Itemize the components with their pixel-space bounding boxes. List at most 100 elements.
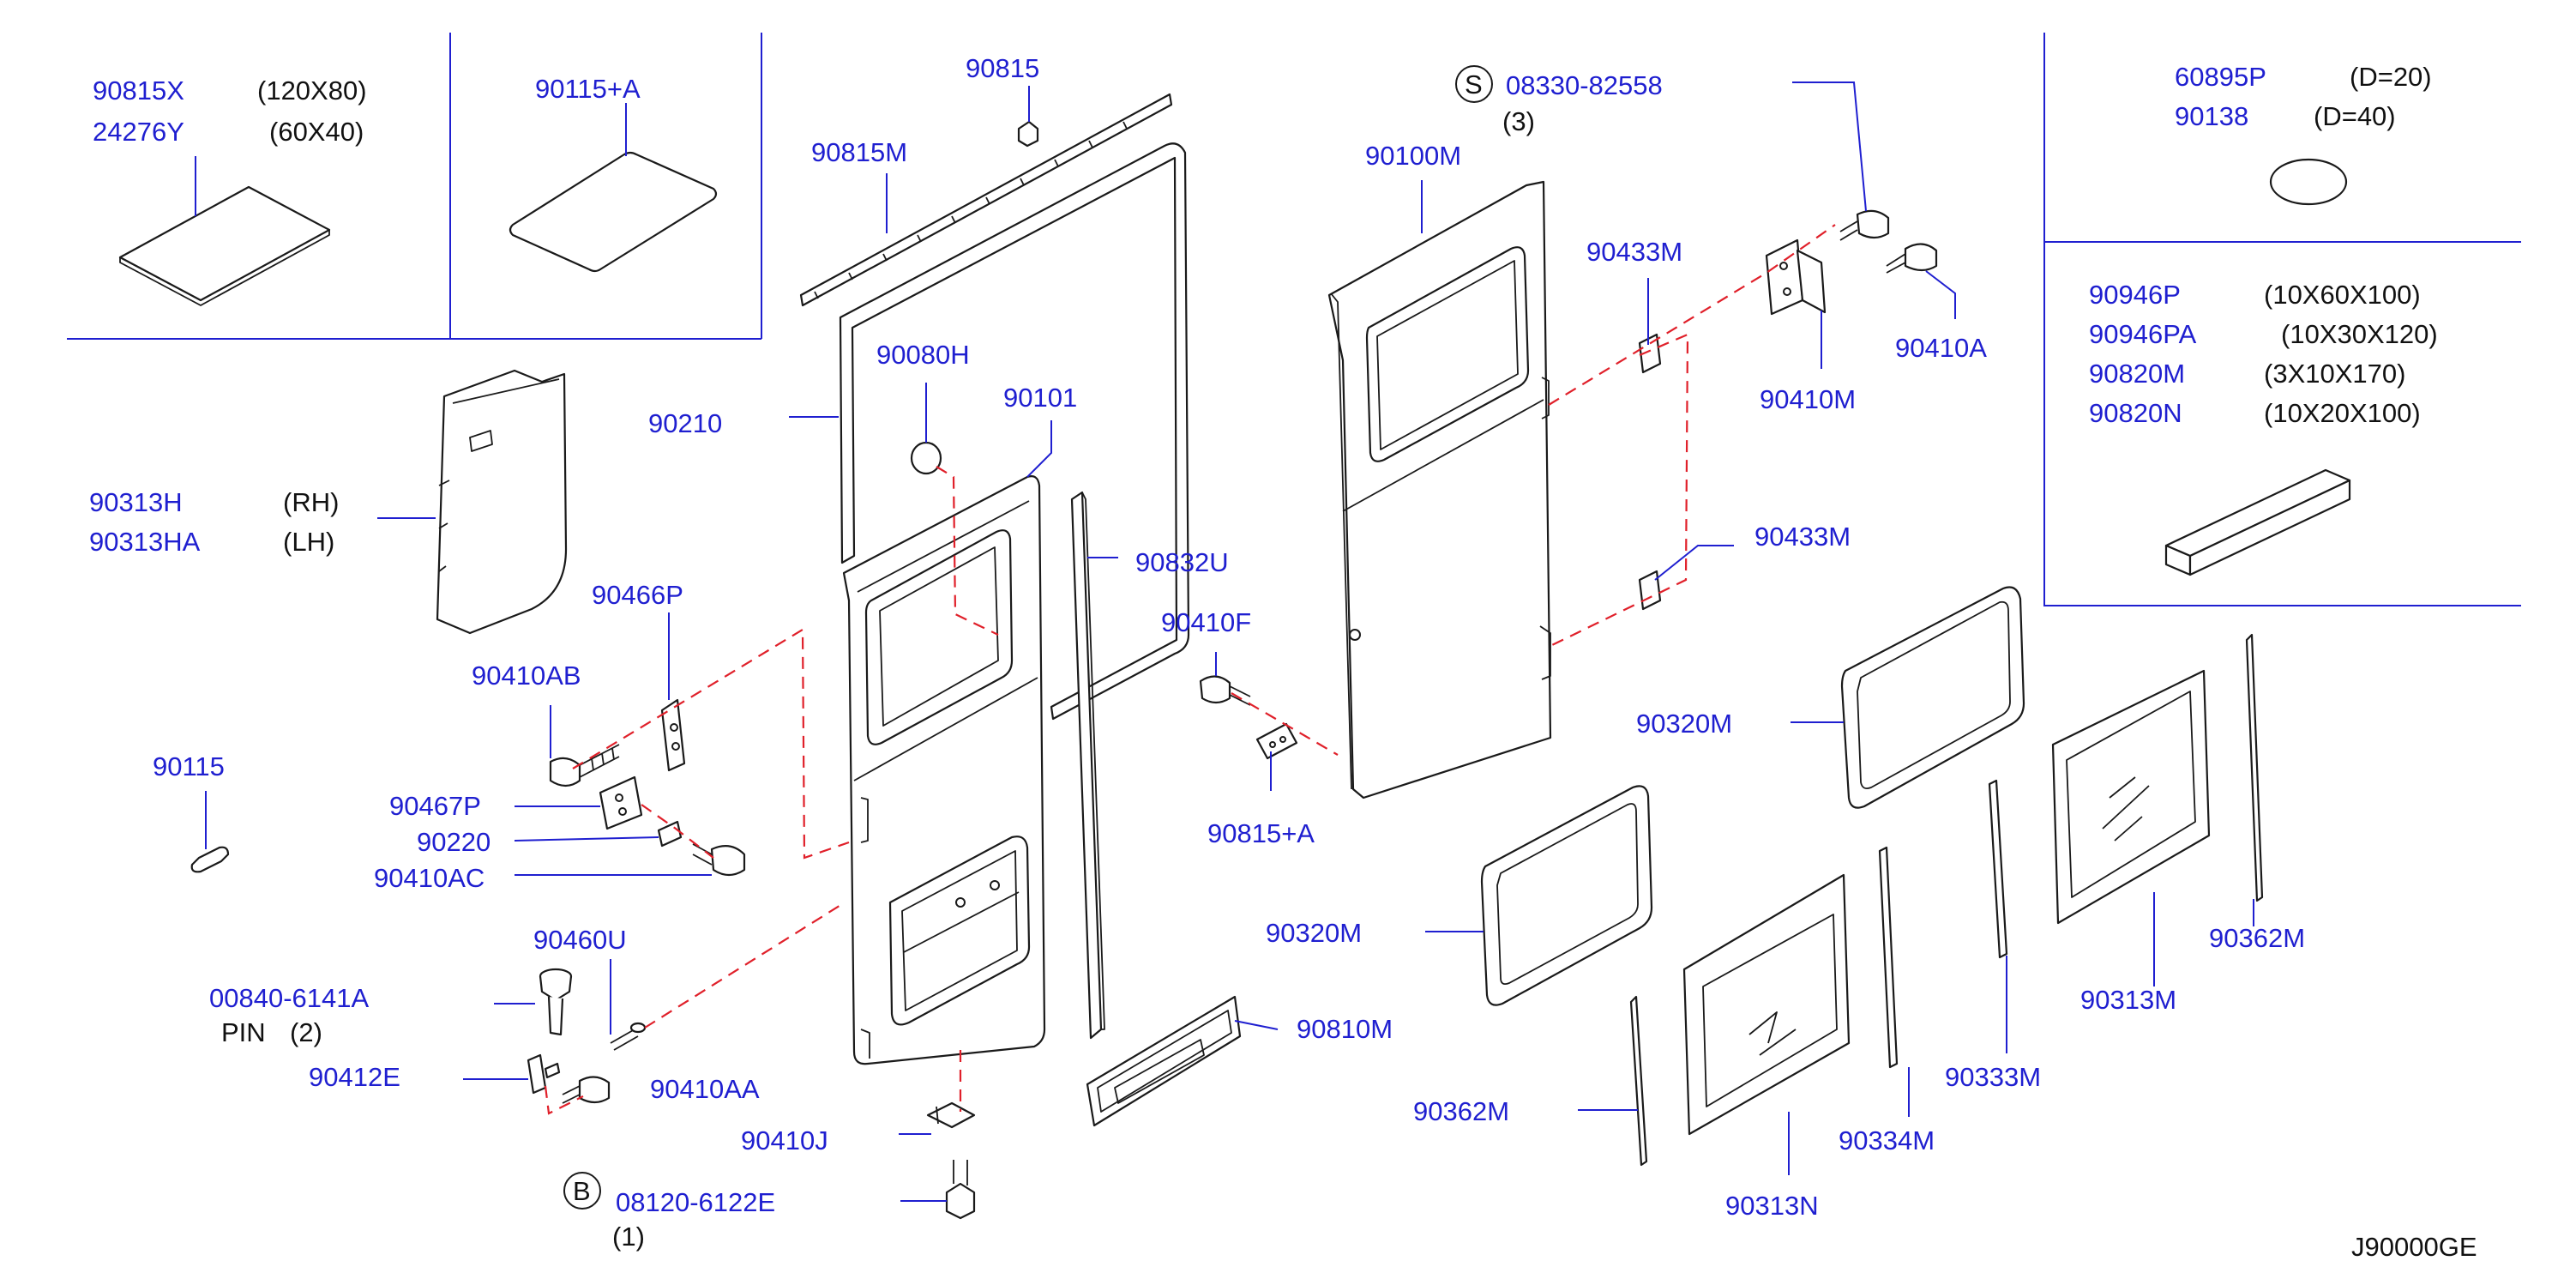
label-90832U: 90832U <box>1135 547 1229 577</box>
diagram-id: J90000GE <box>2351 1232 2477 1262</box>
label-90333M: 90333M <box>1945 1062 2041 1092</box>
label-90412E: 90412E <box>309 1062 400 1092</box>
label-90410F: 90410F <box>1161 607 1251 637</box>
label-90410AA: 90410AA <box>650 1074 760 1104</box>
trim-panel-90313H-shape <box>436 369 568 635</box>
label-90334M: 90334M <box>1839 1125 1935 1155</box>
door-90100M-shape <box>1327 180 1552 799</box>
bolt-08120-shape <box>563 1160 976 1220</box>
label-90467P: 90467P <box>389 791 481 821</box>
spec-90946PA: (10X30X120) <box>2281 319 2438 349</box>
alignment-lines <box>544 224 1836 1115</box>
frame-90320M-lower-shape <box>1480 785 1653 1006</box>
label-90466P: 90466P <box>592 580 683 610</box>
label-00840: 00840-6141A <box>209 983 369 1013</box>
label-90410AC: 90410AC <box>374 863 485 893</box>
spec-24276Y: (60X40) <box>269 117 364 147</box>
bolt-90410AB-shape <box>549 744 620 787</box>
label-90362M-right: 90362M <box>2209 923 2305 953</box>
label-90433M-upper: 90433M <box>1586 237 1682 267</box>
label-90460U: 90460U <box>533 925 627 955</box>
hinge-90410M-shape <box>1765 238 1827 316</box>
label-90313M: 90313M <box>2080 985 2176 1015</box>
bracket-90815pA-shape <box>1255 722 1298 760</box>
bracket-90412E-shape <box>527 1053 561 1095</box>
hinge-90466P-shape <box>660 698 686 772</box>
pad-90115A-shape <box>509 151 718 273</box>
channel-90832U-shape <box>1070 491 1105 1040</box>
label-90815pA: 90815+A <box>1207 818 1315 848</box>
bolt-90410AA-shape <box>562 1076 611 1104</box>
label-08120: 08120-6122E <box>616 1187 775 1217</box>
weatherstrip-90210-shape <box>839 142 1190 721</box>
clip-90433M-upper-shape <box>1638 333 1662 374</box>
drip-rail-90815M-shape <box>799 93 1173 307</box>
spec-08120-qty: (1) <box>612 1222 645 1252</box>
bolt-upper-hinge-shape <box>1839 209 1890 241</box>
label-90810M: 90810M <box>1297 1014 1393 1044</box>
leader-lines <box>195 81 2254 1202</box>
spec-90815X: (120X80) <box>257 75 367 106</box>
handle-90810M-shape <box>1086 995 1242 1127</box>
spec-pin-qty: (2) <box>290 1017 322 1047</box>
symbol-b: B <box>573 1176 591 1206</box>
pad-90946P-shape <box>2164 468 2351 576</box>
strip-90362M-right-shape <box>2245 633 2264 902</box>
bolt-90410A-shape <box>1886 243 1938 274</box>
spec-08330-qty: (3) <box>1502 106 1535 136</box>
label-90313N: 90313N <box>1725 1191 1819 1221</box>
glass-90313M-shape <box>2051 669 2211 925</box>
pad-90815X-shape <box>118 185 331 306</box>
label-90815X: 90815X <box>93 75 184 106</box>
label-90210: 90210 <box>648 408 722 438</box>
label-90410M: 90410M <box>1760 384 1856 414</box>
spec-90820N: (10X20X100) <box>2264 398 2421 428</box>
label-90820M: 90820M <box>2089 359 2185 389</box>
plate-90467P-shape <box>599 775 643 830</box>
spec-90138: (D=40) <box>2314 101 2396 131</box>
clip-90433M-lower-shape <box>1638 570 1662 611</box>
spec-90313HA: (LH) <box>283 527 334 557</box>
label-90820N: 90820N <box>2089 398 2182 428</box>
spec-90946P: (10X60X100) <box>2264 280 2421 310</box>
label-08330: 08330-82558 <box>1506 70 1663 100</box>
strip-90334M-shape <box>1878 846 1899 1069</box>
shim-90220-shape <box>657 820 683 848</box>
label-90115A: 90115+A <box>535 74 641 104</box>
label-90320M-upper: 90320M <box>1636 709 1732 739</box>
strip-90333M-shape <box>1988 779 2008 959</box>
clip-90815-shape <box>1017 120 1039 148</box>
label-24276Y: 24276Y <box>93 117 184 147</box>
frame-90320M-upper-shape <box>1840 586 2025 809</box>
label-90433M-lower: 90433M <box>1754 522 1851 552</box>
symbol-s: S <box>1465 69 1483 100</box>
frame-lines <box>67 33 2521 606</box>
label-90320M-lower: 90320M <box>1266 918 1362 948</box>
pin-00840-shape <box>539 968 573 1036</box>
bracket-90410J-shape <box>926 1101 976 1129</box>
label-90115: 90115 <box>153 751 225 781</box>
label-90220: 90220 <box>417 827 491 857</box>
screw-08330-shape <box>1455 65 1493 103</box>
label-90815: 90815 <box>966 53 1039 83</box>
label-90946P: 90946P <box>2089 280 2181 310</box>
label-90815M: 90815M <box>811 137 907 167</box>
label-90101: 90101 <box>1003 383 1077 413</box>
plug-60895P-shape <box>2269 158 2348 206</box>
label-90946PA: 90946PA <box>2089 319 2197 349</box>
bolt-90410F-shape <box>1199 675 1251 706</box>
labels: 90815X (120X80) 24276Y (60X40) 90115+A 9… <box>89 53 2477 1262</box>
label-90313HA: 90313HA <box>89 527 201 557</box>
spec-pin: PIN <box>221 1017 266 1047</box>
label-90410J: 90410J <box>741 1125 828 1155</box>
strip-90362M-left-shape <box>1629 995 1648 1167</box>
label-90080H: 90080H <box>876 340 970 370</box>
spec-90313H: (RH) <box>283 487 339 517</box>
label-60895P: 60895P <box>2175 62 2266 92</box>
spring-90460U-shape <box>610 1022 647 1051</box>
bolt-90410AC-shape <box>692 843 746 877</box>
label-90138: 90138 <box>2175 101 2248 131</box>
spec-60895P: (D=20) <box>2350 62 2432 92</box>
